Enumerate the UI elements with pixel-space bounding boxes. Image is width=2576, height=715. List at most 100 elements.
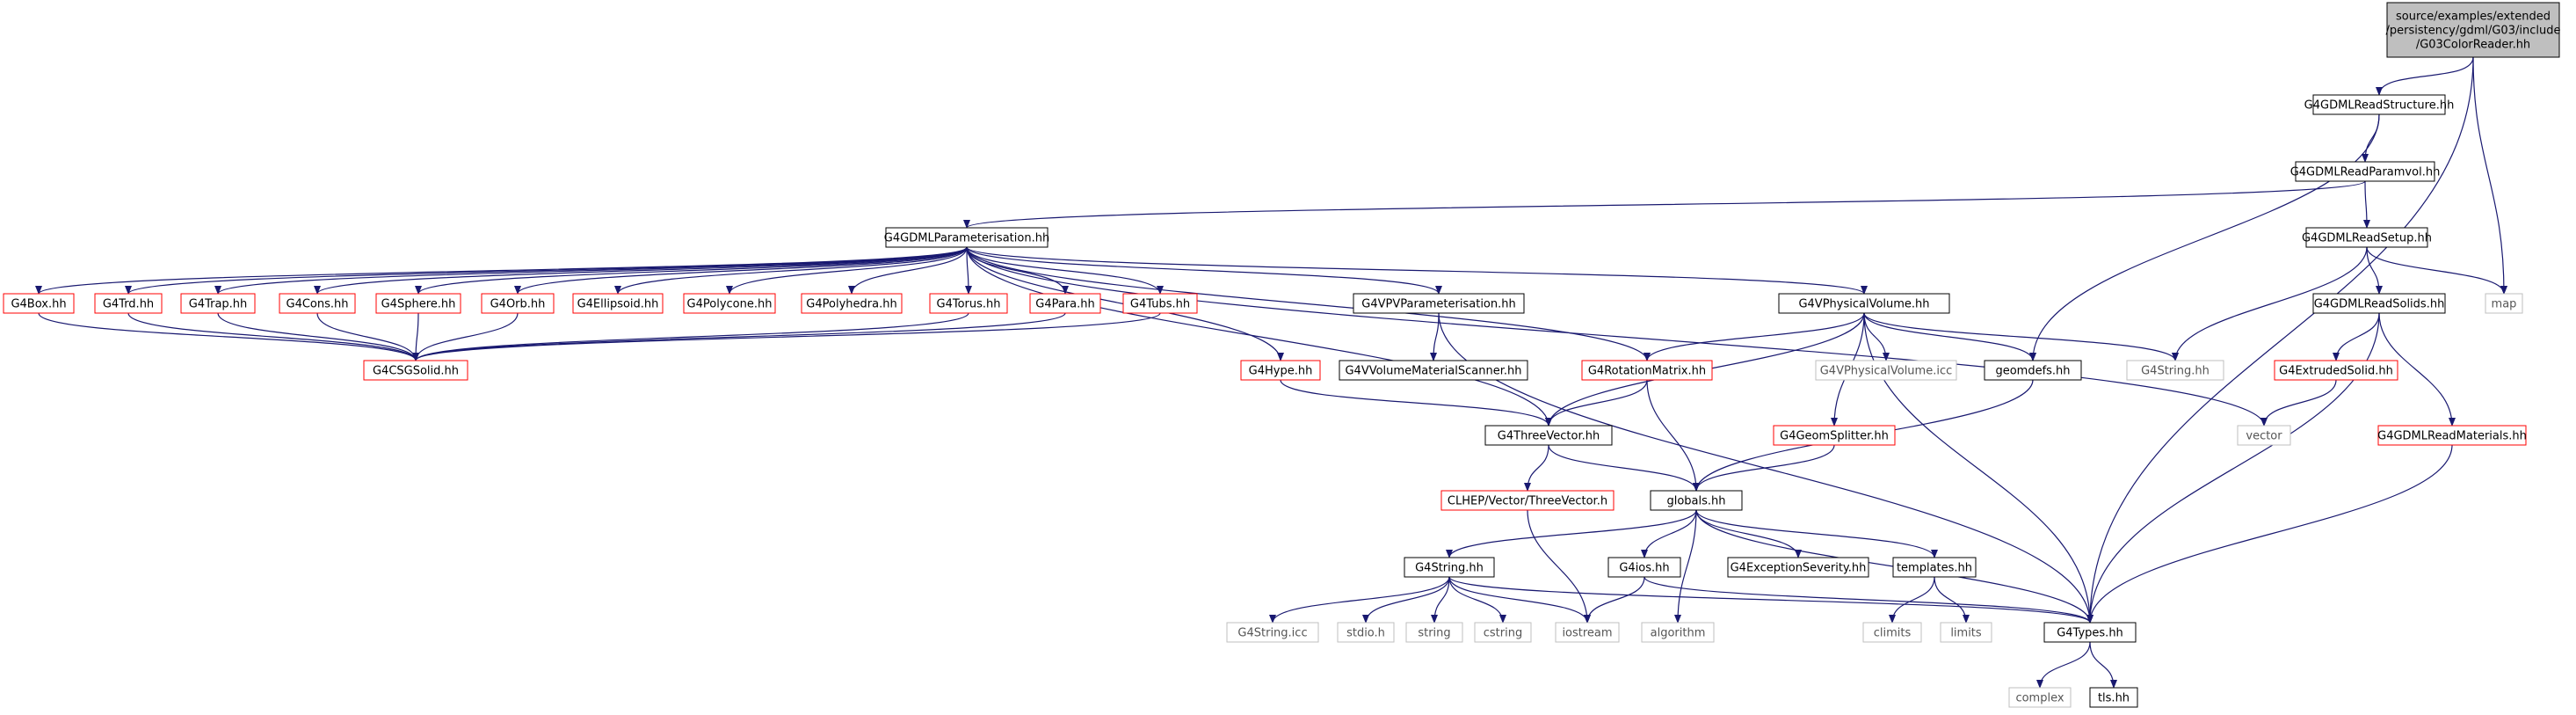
node-label: source/examples/extended bbox=[2396, 11, 2551, 24]
node-tls[interactable]: tls.hh bbox=[2089, 687, 2138, 708]
node-iostream: iostream bbox=[1555, 622, 1620, 643]
edge-readsetup-to-readsolids bbox=[2366, 246, 2383, 295]
node-globals[interactable]: globals.hh bbox=[1650, 490, 1743, 511]
node-vphysicc: G4VPhysicalVolume.icc bbox=[1815, 360, 1957, 381]
edge-root-to-map bbox=[2472, 56, 2507, 295]
node-label: iostream bbox=[1562, 627, 1612, 640]
edge-rotmatrix-to-globals bbox=[1646, 379, 1700, 492]
node-orb[interactable]: G4Orb.hh bbox=[481, 293, 555, 314]
node-label: G4RotationMatrix.hh bbox=[1588, 365, 1706, 378]
edge-extruded-to-vector bbox=[2260, 379, 2337, 427]
node-trap[interactable]: G4Trap.hh bbox=[180, 293, 256, 314]
edge-globals-to-g4ios bbox=[1641, 509, 1697, 558]
node-sphere[interactable]: G4Sphere.hh bbox=[375, 293, 461, 314]
node-label: CLHEP/Vector/ThreeVector.h bbox=[1448, 495, 1607, 508]
edge-types-to-complex bbox=[2036, 641, 2091, 689]
node-label: G4ExceptionSeverity.hh bbox=[1731, 562, 1867, 575]
node-box bbox=[2312, 293, 2446, 314]
edge-param-to-vpvparam bbox=[966, 246, 1442, 295]
node-box bbox=[279, 293, 356, 314]
node-vphys[interactable]: G4VPhysicalVolume.hh bbox=[1778, 293, 1950, 314]
node-label: G4Box.hh bbox=[11, 298, 66, 311]
node-label: climits bbox=[1874, 627, 1912, 640]
node-label: G4GDMLReadSolids.hh bbox=[2314, 298, 2445, 311]
node-label: G4Orb.hh bbox=[490, 298, 546, 311]
node-box bbox=[1940, 622, 1992, 643]
node-label: G4ThreeVector.hh bbox=[1498, 430, 1600, 443]
node-vvolscanner[interactable]: G4VVolumeMaterialScanner.hh bbox=[1339, 360, 1528, 381]
node-types[interactable]: G4Types.hh bbox=[2043, 622, 2137, 643]
node-rotmatrix[interactable]: G4RotationMatrix.hh bbox=[1581, 360, 1713, 381]
node-tubs[interactable]: G4Tubs.hh bbox=[1122, 293, 1198, 314]
node-box bbox=[2274, 360, 2398, 381]
edge-para-to-csgsolid bbox=[412, 312, 1066, 361]
edge-param-to-cons bbox=[314, 246, 968, 295]
node-box bbox=[1892, 557, 1977, 578]
edge-param-to-orb bbox=[514, 246, 968, 295]
node-readstructure[interactable]: G4GDMLReadStructure.hh bbox=[2304, 94, 2455, 115]
node-box bbox=[363, 360, 468, 381]
node-csgsolid[interactable]: G4CSGSolid.hh bbox=[363, 360, 468, 381]
node-label: G4GDMLParameterisation.hh bbox=[884, 232, 1049, 245]
edge-globals-to-g4string bbox=[1446, 509, 1697, 558]
edge-vphys-to-vphysicc bbox=[1863, 312, 1890, 361]
node-polycone[interactable]: G4Polycone.hh bbox=[683, 293, 776, 314]
edges-layer bbox=[35, 56, 2507, 689]
edge-readsetup-to-stringhh_gray bbox=[2172, 246, 2368, 361]
node-extruded[interactable]: G4ExtrudedSolid.hh bbox=[2274, 360, 2398, 381]
edge-vpvparam-to-vvolscanner bbox=[1430, 312, 1440, 361]
node-threevector[interactable]: G4ThreeVector.hh bbox=[1484, 425, 1613, 446]
node-cons[interactable]: G4Cons.hh bbox=[279, 293, 356, 314]
node-box bbox=[2089, 687, 2138, 708]
node-readsetup[interactable]: G4GDMLReadSetup.hh bbox=[2302, 227, 2432, 248]
node-label: G4Cons.hh bbox=[287, 298, 349, 311]
node-label: G4CSGSolid.hh bbox=[373, 365, 459, 378]
node-box bbox=[2295, 161, 2435, 182]
node-box bbox=[572, 293, 664, 314]
node-ellipsoid[interactable]: G4Ellipsoid.hh bbox=[572, 293, 664, 314]
node-g4ios[interactable]: G4ios.hh bbox=[1607, 557, 1681, 578]
node-torus[interactable]: G4Torus.hh bbox=[929, 293, 1008, 314]
node-vpvparam[interactable]: G4VPVParameterisation.hh bbox=[1353, 293, 1525, 314]
node-hype[interactable]: G4Hype.hh bbox=[1240, 360, 1321, 381]
edge-readsolids-to-extruded bbox=[2333, 312, 2380, 361]
node-label: G4VVolumeMaterialScanner.hh bbox=[1345, 365, 1521, 378]
node-label: stdio.h bbox=[1346, 627, 1385, 640]
edge-g4string-to-cstring bbox=[1448, 576, 1506, 624]
node-readmaterials[interactable]: G4GDMLReadMaterials.hh bbox=[2377, 425, 2527, 446]
node-box bbox=[1405, 622, 1463, 643]
node-box bbox=[1862, 622, 1922, 643]
node-root[interactable]: source/examples/extended/persistency/gdm… bbox=[2386, 2, 2561, 58]
node-label: algorithm bbox=[1651, 627, 1706, 640]
node-clhepthree[interactable]: CLHEP/Vector/ThreeVector.h bbox=[1440, 490, 1615, 511]
node-polyhedra[interactable]: G4Polyhedra.hh bbox=[801, 293, 903, 314]
node-label: G4GDMLReadStructure.hh bbox=[2304, 99, 2455, 113]
node-trd[interactable]: G4Trd.hh bbox=[94, 293, 163, 314]
edge-readstructure-to-readparamvol bbox=[2362, 113, 2380, 163]
node-exceptsev[interactable]: G4ExceptionSeverity.hh bbox=[1727, 557, 1869, 578]
edge-vphys-to-stringhh_gray bbox=[1863, 312, 2179, 361]
node-g4string[interactable]: G4String.hh bbox=[1404, 557, 1495, 578]
node-label: G4Polyhedra.hh bbox=[806, 298, 896, 311]
node-para[interactable]: G4Para.hh bbox=[1029, 293, 1101, 314]
edge-globals-to-templates bbox=[1695, 509, 1938, 558]
edge-param-to-rotmatrix bbox=[966, 246, 1651, 361]
node-label: G4Torus.hh bbox=[937, 298, 1001, 311]
edge-templates-to-limits bbox=[1934, 576, 1970, 624]
node-param[interactable]: G4GDMLParameterisation.hh bbox=[884, 227, 1049, 248]
node-box[interactable]: G4Box.hh bbox=[3, 293, 75, 314]
node-box bbox=[1339, 360, 1528, 381]
node-string: string bbox=[1405, 622, 1463, 643]
node-box bbox=[1029, 293, 1101, 314]
node-geomsplitter[interactable]: G4GeomSplitter.hh bbox=[1773, 425, 1896, 446]
node-label: tls.hh bbox=[2098, 692, 2130, 705]
node-box bbox=[1641, 622, 1715, 643]
node-templates[interactable]: templates.hh bbox=[1892, 557, 1977, 578]
node-readparamvol[interactable]: G4GDMLReadParamvol.hh bbox=[2290, 161, 2441, 182]
node-readsolids[interactable]: G4GDMLReadSolids.hh bbox=[2312, 293, 2446, 314]
node-label: G4Ellipsoid.hh bbox=[577, 298, 659, 311]
node-label: /persistency/gdml/G03/include bbox=[2386, 25, 2561, 38]
node-label: G4String.hh bbox=[2141, 365, 2210, 378]
node-geomdefs[interactable]: geomdefs.hh bbox=[1984, 360, 2082, 381]
